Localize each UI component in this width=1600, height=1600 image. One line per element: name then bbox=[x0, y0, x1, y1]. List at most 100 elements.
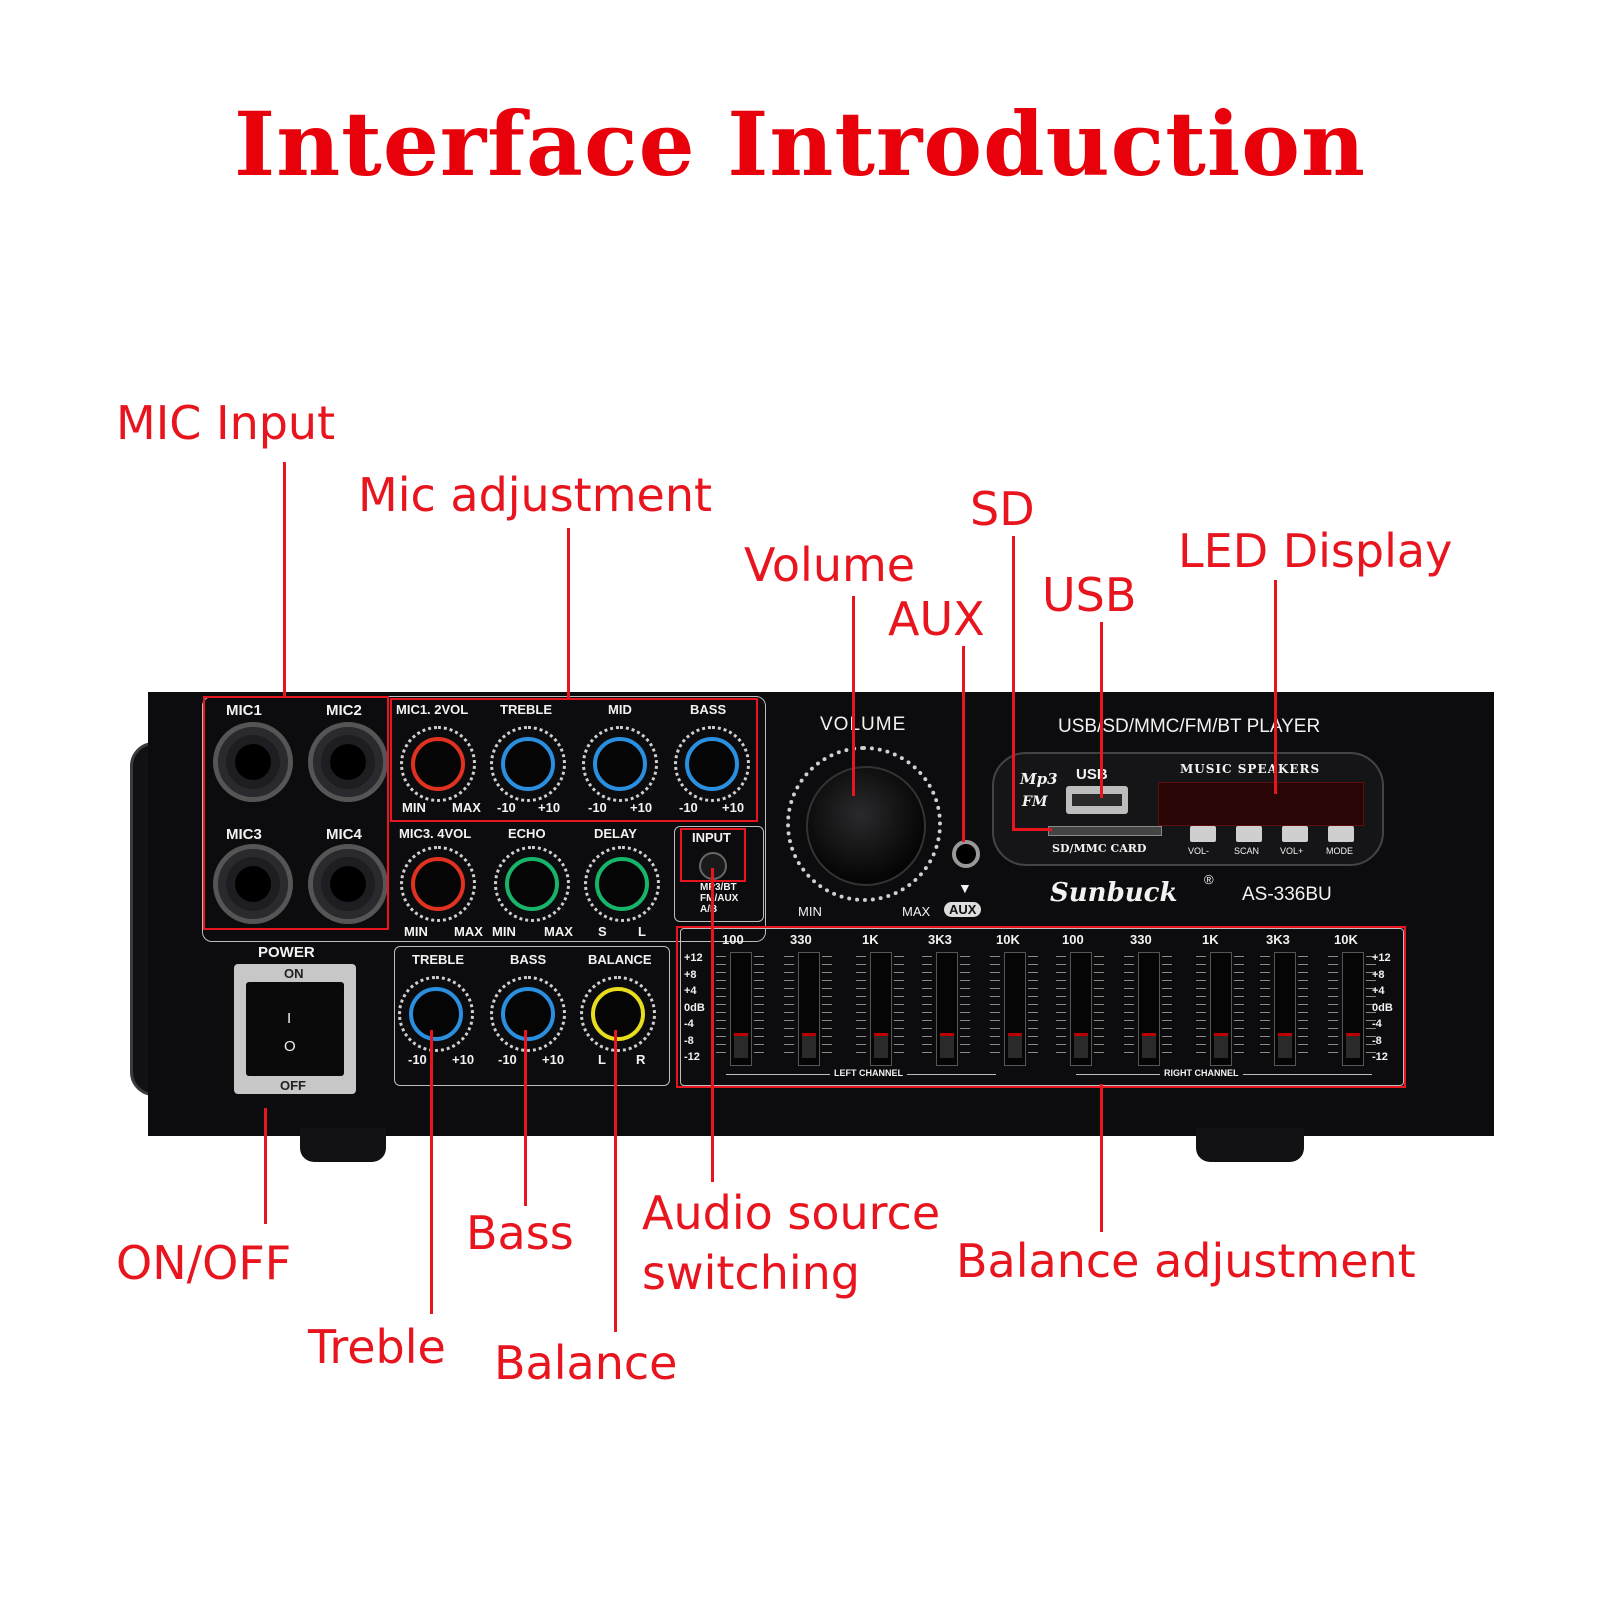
eq-fader-left-1K[interactable] bbox=[870, 952, 892, 1066]
knob-label-delay: DELAY bbox=[594, 826, 637, 841]
tone-panel-outline bbox=[394, 946, 670, 1086]
dial-min-label: MIN bbox=[402, 800, 426, 815]
knob-label-bass: BASS bbox=[690, 702, 727, 717]
mic1-jack[interactable] bbox=[213, 722, 293, 802]
eq-db-label: -12 bbox=[684, 1051, 700, 1063]
bass-knob[interactable] bbox=[501, 987, 555, 1041]
knob-label-mic34-vol: MIC3. 4VOL bbox=[399, 826, 472, 841]
eq-fader-left-3K3[interactable] bbox=[936, 952, 958, 1066]
eq-db-label: -4 bbox=[1372, 1018, 1382, 1030]
eq-db-label: -8 bbox=[1372, 1034, 1382, 1047]
mic2-label: MIC2 bbox=[326, 702, 362, 719]
eq-freq-label: 3K3 bbox=[928, 932, 952, 947]
eq-db-label: -12 bbox=[1372, 1051, 1388, 1063]
eq-fader-ticks bbox=[1094, 956, 1104, 1060]
eq-fader-ticks bbox=[1162, 956, 1172, 1060]
vol-plus-button[interactable] bbox=[1282, 826, 1308, 842]
eq-fader-ticks bbox=[1366, 956, 1376, 1060]
dial-max-label: R bbox=[636, 1052, 646, 1067]
left-channel-label: LEFT CHANNEL bbox=[830, 1068, 907, 1078]
eq-db-label: +8 bbox=[684, 968, 697, 981]
callout-sd: SD bbox=[970, 482, 1035, 536]
dial-scale bbox=[400, 846, 476, 922]
callout-treble: Treble bbox=[308, 1320, 446, 1374]
eq-db-label: +8 bbox=[1372, 968, 1385, 981]
scan-button[interactable] bbox=[1236, 826, 1262, 842]
eq-db-label: 0dB bbox=[684, 1001, 705, 1014]
echo-knob[interactable] bbox=[505, 857, 559, 911]
eq-fader-right-100[interactable] bbox=[1070, 952, 1092, 1066]
eq-freq-label: 10K bbox=[1334, 932, 1358, 947]
mic34-volume-knob[interactable] bbox=[411, 857, 465, 911]
left-foot bbox=[300, 1128, 386, 1162]
eq-db-label: -8 bbox=[684, 1034, 694, 1047]
input-option-ab: A/B bbox=[700, 904, 718, 915]
mic-panel-outline bbox=[202, 696, 766, 942]
eq-freq-label: 100 bbox=[722, 932, 744, 947]
power-off-label: OFF bbox=[280, 1078, 306, 1093]
leader-line bbox=[283, 462, 286, 698]
power-rocker-switch[interactable] bbox=[246, 982, 344, 1076]
knob-label-mid: MID bbox=[608, 702, 632, 717]
callout-mic-adjustment: Mic adjustment bbox=[358, 468, 713, 522]
treble-knob[interactable] bbox=[409, 987, 463, 1041]
leader-line bbox=[567, 528, 570, 700]
knob-label-mic12-vol: MIC1. 2VOL bbox=[396, 702, 469, 717]
dial-min-label: MIN bbox=[492, 924, 516, 939]
mic-treble-knob[interactable] bbox=[501, 737, 555, 791]
mic-input-highlight bbox=[203, 696, 389, 930]
eq-fader-ticks bbox=[960, 956, 970, 1060]
mode-button[interactable] bbox=[1328, 826, 1354, 842]
right-foot bbox=[1196, 1128, 1304, 1162]
mic-bass-knob[interactable] bbox=[685, 737, 739, 791]
leader-line bbox=[430, 1030, 433, 1314]
power-label: POWER bbox=[258, 944, 315, 961]
eq-db-label: +12 bbox=[684, 952, 703, 964]
eq-fader-right-3K3[interactable] bbox=[1274, 952, 1296, 1066]
knob-label-bass: BASS bbox=[510, 952, 547, 967]
leader-line bbox=[614, 1030, 617, 1332]
eq-db-label: +12 bbox=[1372, 952, 1391, 964]
eq-freq-label: 100 bbox=[1062, 932, 1084, 947]
sd-card-slot[interactable] bbox=[1048, 826, 1162, 836]
power-on-label: ON bbox=[284, 966, 304, 981]
eq-freq-label: 1K bbox=[862, 932, 879, 947]
equalizer-highlight bbox=[676, 926, 1406, 1088]
sd-card-label: SD/MMC CARD bbox=[1052, 842, 1147, 855]
usb-label: USB bbox=[1076, 766, 1108, 783]
dial-min-label: MIN bbox=[404, 924, 428, 939]
knob-label-treble: TREBLE bbox=[412, 952, 464, 967]
volume-label: VOLUME bbox=[820, 714, 907, 735]
mic3-jack[interactable] bbox=[213, 844, 293, 924]
callout-balance-adjustment: Balance adjustment bbox=[956, 1234, 1416, 1288]
vol-minus-button[interactable] bbox=[1190, 826, 1216, 842]
leader-line bbox=[524, 1030, 527, 1206]
aux-jack[interactable] bbox=[952, 840, 980, 868]
right-channel-label: RIGHT CHANNEL bbox=[1160, 1068, 1243, 1078]
balance-knob[interactable] bbox=[591, 987, 645, 1041]
dial-min-label: -10 bbox=[497, 800, 516, 815]
volume-knob[interactable] bbox=[806, 766, 926, 886]
eq-fader-left-330[interactable] bbox=[798, 952, 820, 1066]
eq-db-label: -4 bbox=[684, 1018, 694, 1030]
mic-mid-knob[interactable] bbox=[593, 737, 647, 791]
callout-bass: Bass bbox=[466, 1206, 574, 1260]
eq-fader-right-330[interactable] bbox=[1138, 952, 1160, 1066]
volume-max-label: MAX bbox=[902, 904, 931, 919]
eq-fader-ticks bbox=[1028, 956, 1038, 1060]
eq-fader-right-1K[interactable] bbox=[1210, 952, 1232, 1066]
eq-fader-right-10K[interactable] bbox=[1342, 952, 1364, 1066]
leader-line bbox=[264, 1108, 267, 1224]
eq-fader-left-100[interactable] bbox=[730, 952, 752, 1066]
dial-scale bbox=[400, 726, 476, 802]
mic1-label: MIC1 bbox=[226, 702, 262, 719]
mic2-jack[interactable] bbox=[308, 722, 388, 802]
scan-label: SCAN bbox=[1234, 846, 1260, 856]
eq-freq-label: 10K bbox=[996, 932, 1020, 947]
mic12-volume-knob[interactable] bbox=[411, 737, 465, 791]
equalizer-panel-outline bbox=[680, 928, 1404, 1086]
mic4-jack[interactable] bbox=[308, 844, 388, 924]
eq-fader-left-10K[interactable] bbox=[1004, 952, 1026, 1066]
delay-knob[interactable] bbox=[595, 857, 649, 911]
dial-min-label: -10 bbox=[588, 800, 607, 815]
